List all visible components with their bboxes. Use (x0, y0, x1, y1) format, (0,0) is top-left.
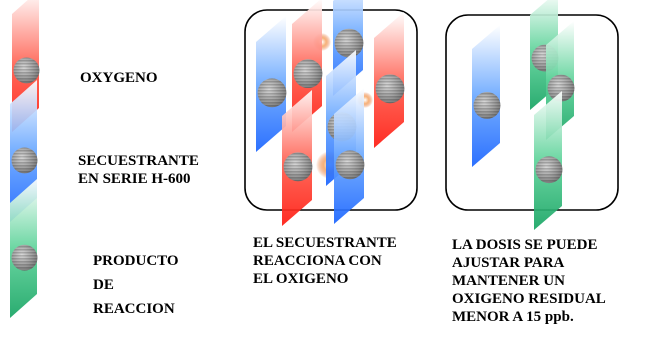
caption-line: AJUSTAR PARA (452, 255, 565, 271)
oxygen-molecule (374, 12, 405, 148)
legend-scavenger-line: EN SERIE H-600 (78, 171, 191, 187)
caption-line: LA DOSIS SE PUEDE (452, 237, 598, 253)
oxygen-molecule (292, 0, 323, 132)
reaction-box (244, 9, 418, 211)
residual-caption: LA DOSIS SE PUEDE AJUSTAR PARA MANTENER … (452, 236, 606, 326)
reaction-caption: EL SECUESTRANTE REACCIONA CON EL OXIGENO (253, 234, 397, 288)
legend-scavenger-label: SECUESTRANTE EN SERIE H-600 (78, 152, 199, 188)
sphere-hatch (257, 78, 287, 108)
sphere-hatch (375, 74, 405, 104)
legend-product-label: PRODUCTO DE REACCION (93, 249, 179, 321)
caption-line: EL OXIGENO (253, 271, 349, 287)
sphere-hatch (293, 59, 323, 89)
scavenger-molecule (256, 16, 287, 152)
sphere-hatch (335, 150, 365, 180)
sphere-hatch (283, 152, 313, 182)
sphere-hatch (547, 74, 575, 102)
scavenger-molecule (472, 25, 501, 167)
scavenger-molecule (334, 88, 365, 224)
caption-line: MANTENER UN (452, 273, 565, 289)
legend-product-line: REACCION (93, 301, 175, 317)
caption-line: REACCIONA CON (253, 253, 382, 269)
legend-oxygen-label: OXYGENO (80, 70, 158, 86)
caption-line: EL SECUESTRANTE (253, 235, 397, 251)
sphere-hatch (13, 57, 40, 84)
sphere-hatch (11, 244, 38, 271)
oxygen-molecule (282, 90, 313, 226)
sphere-hatch (473, 92, 501, 119)
sphere-hatch (334, 28, 364, 58)
product-molecule (534, 91, 563, 230)
product-molecule (10, 179, 38, 318)
sphere-hatch (535, 156, 563, 184)
legend-scavenger-line: SECUESTRANTE (78, 153, 199, 169)
sphere-hatch (11, 147, 38, 174)
legend-product-line: PRODUCTO (93, 253, 179, 269)
caption-line: MENOR A 15 ppb. (452, 309, 574, 325)
legend-product-line: DE (93, 277, 114, 293)
caption-line: OXIGENO RESIDUAL (452, 291, 606, 307)
